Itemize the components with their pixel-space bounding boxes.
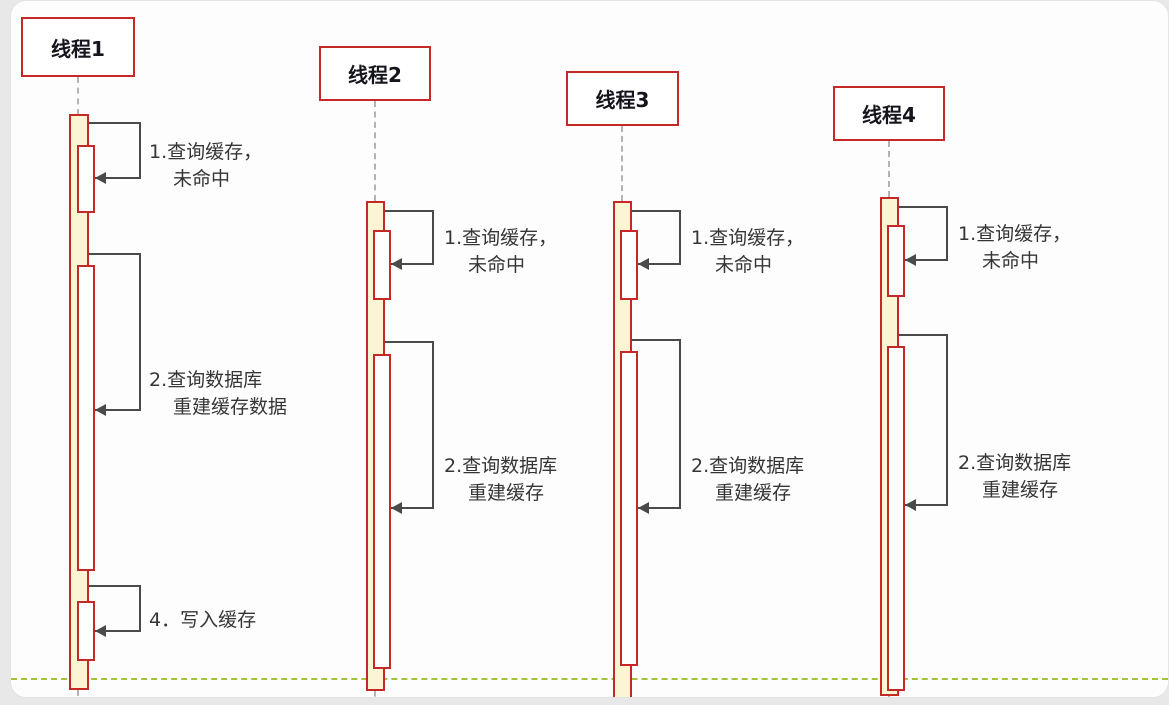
thread-4-self-message-1-arrow (899, 206, 948, 266)
arrow-head-icon (905, 254, 916, 266)
arrow-head-icon (391, 258, 402, 270)
thread-1-self-message-2-arrow (89, 253, 141, 416)
thread-3-lifeline-top (621, 126, 623, 201)
thread-2-name: 线程2 (348, 63, 402, 87)
thread-1-message-3-label: 4．写入缓存 (149, 609, 257, 631)
thread-1-nested-activation-3 (77, 601, 95, 661)
thread-1-message-2-label: 2.查询数据库 重建缓存数据 (149, 369, 288, 418)
thread-2-self-message-2-arrow (385, 341, 434, 514)
thread-1-self-message-3-arrow (89, 585, 141, 637)
thread-1-lifeline-top (77, 77, 79, 115)
thread-4-lifeline-top (888, 141, 890, 197)
arrow-head-icon (638, 502, 649, 514)
thread-4-nested-activation-2 (887, 346, 905, 691)
arrow-head-icon (905, 499, 916, 511)
thread-4-self-message-2-arrow (899, 334, 948, 511)
thread-2-message-1-label: 1.查询缓存， 未命中 (444, 227, 558, 276)
thread-2-message-2-label: 2.查询数据库 重建缓存 (444, 455, 558, 504)
thread-2-self-message-1-arrow (385, 210, 434, 270)
thread-3-message-1-label: 1.查询缓存， 未命中 (691, 227, 805, 276)
arrow-head-icon (391, 502, 402, 514)
thread-1-name: 线程1 (51, 36, 105, 61)
thread-1-lifeline-bottom (77, 690, 79, 697)
thread-1-nested-activation-1 (77, 145, 95, 213)
thread-1-nested-activation-2 (77, 265, 95, 571)
thread-4-header: 线程4 (833, 86, 945, 141)
thread-3-self-message-2-arrow (632, 339, 681, 514)
thread-3-name: 线程3 (595, 88, 650, 112)
thread-3-nested-activation-2 (620, 351, 638, 666)
thread-3-self-message-1-arrow (632, 210, 681, 270)
thread-3-header: 线程3 (566, 71, 679, 126)
arrow-head-icon (638, 258, 649, 270)
thread-2-lifeline-bottom (374, 691, 376, 697)
arrow-head-icon (95, 172, 106, 184)
arrow-head-icon (95, 404, 106, 416)
thread-1-header: 线程1 (21, 17, 135, 77)
thread-2-lifeline-top (374, 101, 376, 201)
thread-4-lifeline-bottom (888, 696, 890, 697)
thread-1-self-message-1-arrow (89, 122, 141, 184)
thread-3-nested-activation-1 (620, 230, 638, 300)
thread-4-nested-activation-1 (887, 225, 905, 297)
thread-2-nested-activation-1 (373, 230, 391, 300)
timeline-baseline (11, 678, 1168, 680)
thread-4-name: 线程4 (862, 103, 916, 127)
thread-4-message-2-label: 2.查询数据库 重建缓存 (958, 452, 1072, 501)
thread-1-message-1-label: 1.查询缓存， 未命中 (149, 141, 263, 190)
thread-2-header: 线程2 (319, 46, 431, 101)
arrow-head-icon (95, 625, 106, 637)
thread-2-nested-activation-2 (373, 354, 391, 669)
diagram-panel: 线程1 1.查询缓存， 未命中 2.查询数据库 重建缓存数据 4．写入缓存 (10, 0, 1169, 698)
thread-4-message-1-label: 1.查询缓存， 未命中 (958, 223, 1072, 272)
thread-3-message-2-label: 2.查询数据库 重建缓存 (691, 455, 805, 504)
